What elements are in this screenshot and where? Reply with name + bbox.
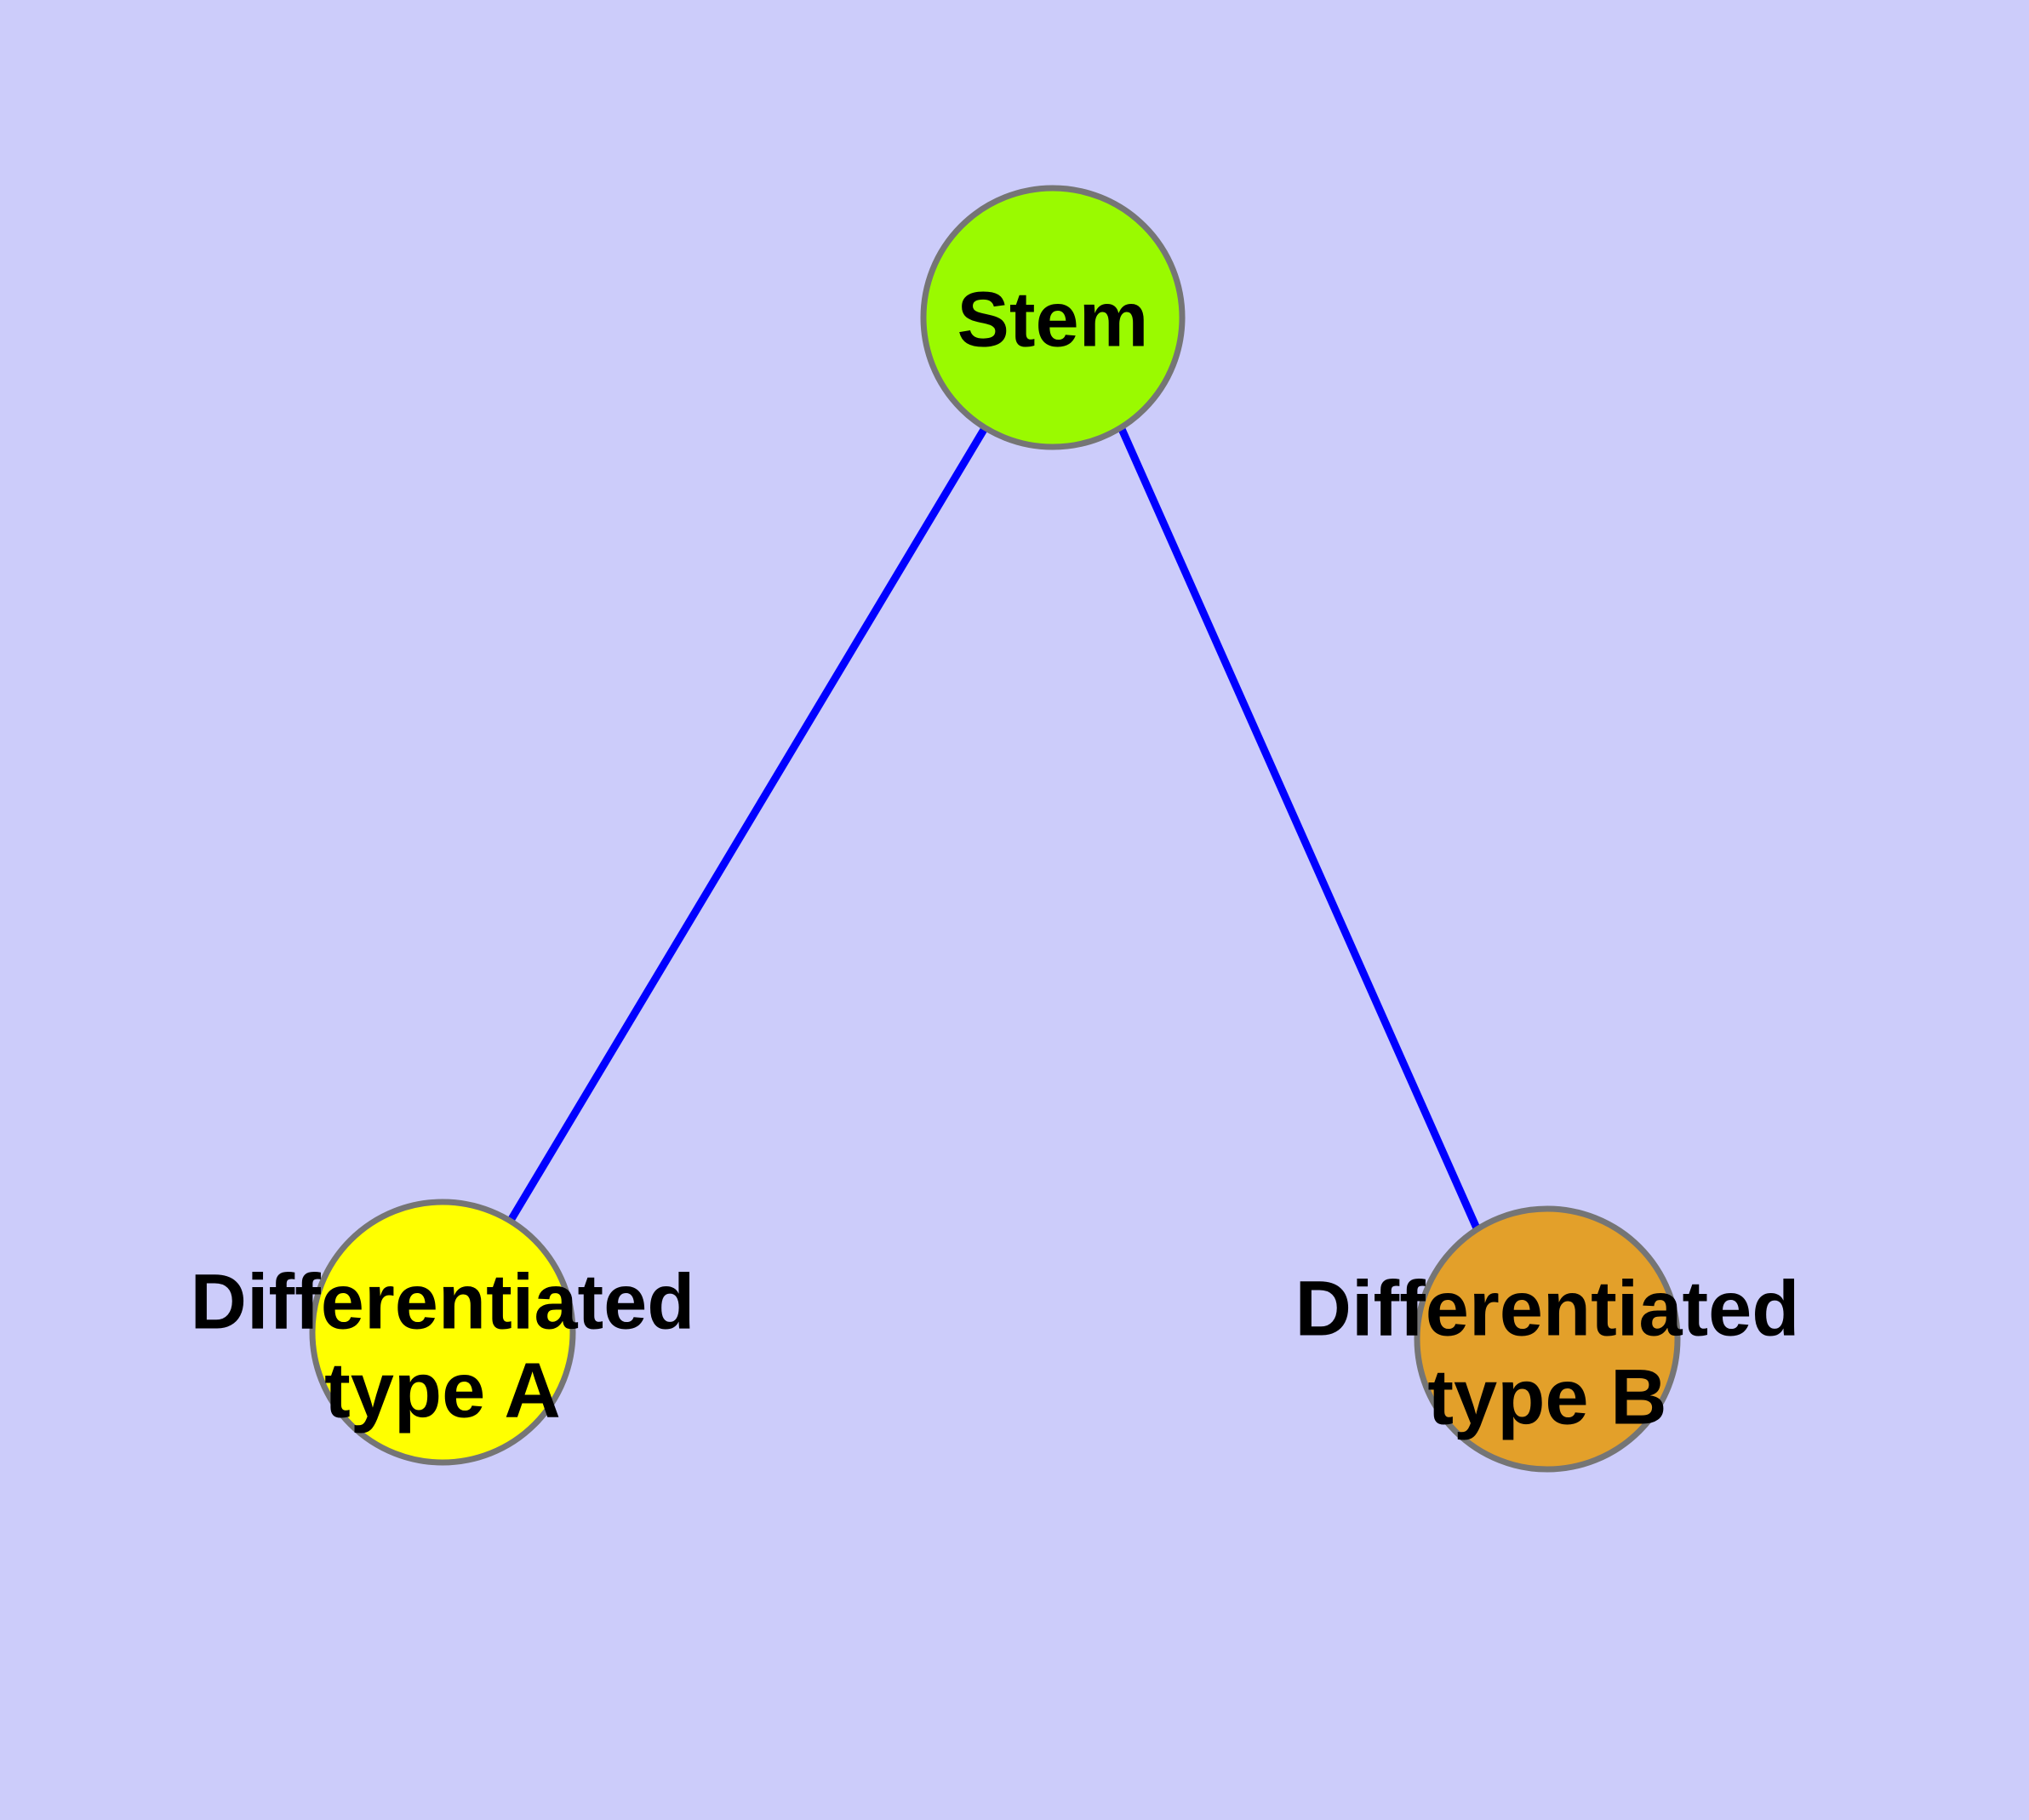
node-differentiated-type-b-label-line2: type B bbox=[1427, 1354, 1666, 1440]
node-differentiated-type-b[interactable]: Differentiated type B bbox=[1295, 1205, 1800, 1473]
node-differentiated-type-b-label-line1: Differentiated bbox=[1295, 1265, 1800, 1352]
edge-stem-to-differentiated-type-a[interactable] bbox=[508, 426, 988, 1222]
node-stem-label: Stem bbox=[957, 276, 1149, 363]
node-differentiated-type-a-label-line2: type A bbox=[324, 1347, 561, 1434]
node-layer: Stem Differentiated type A Differentiate… bbox=[191, 185, 1800, 1473]
node-differentiated-type-a-circle[interactable] bbox=[309, 1199, 576, 1466]
node-differentiated-type-a[interactable]: Differentiated type A bbox=[191, 1199, 695, 1466]
node-stem-circle[interactable] bbox=[920, 185, 1186, 450]
node-differentiated-type-b-circle[interactable] bbox=[1414, 1205, 1681, 1473]
edge-stem-to-differentiated-type-b[interactable] bbox=[1117, 427, 1482, 1232]
node-differentiated-type-a-label-line1: Differentiated bbox=[191, 1258, 695, 1345]
node-stem[interactable]: Stem bbox=[920, 185, 1186, 450]
edge-layer bbox=[508, 426, 1482, 1232]
